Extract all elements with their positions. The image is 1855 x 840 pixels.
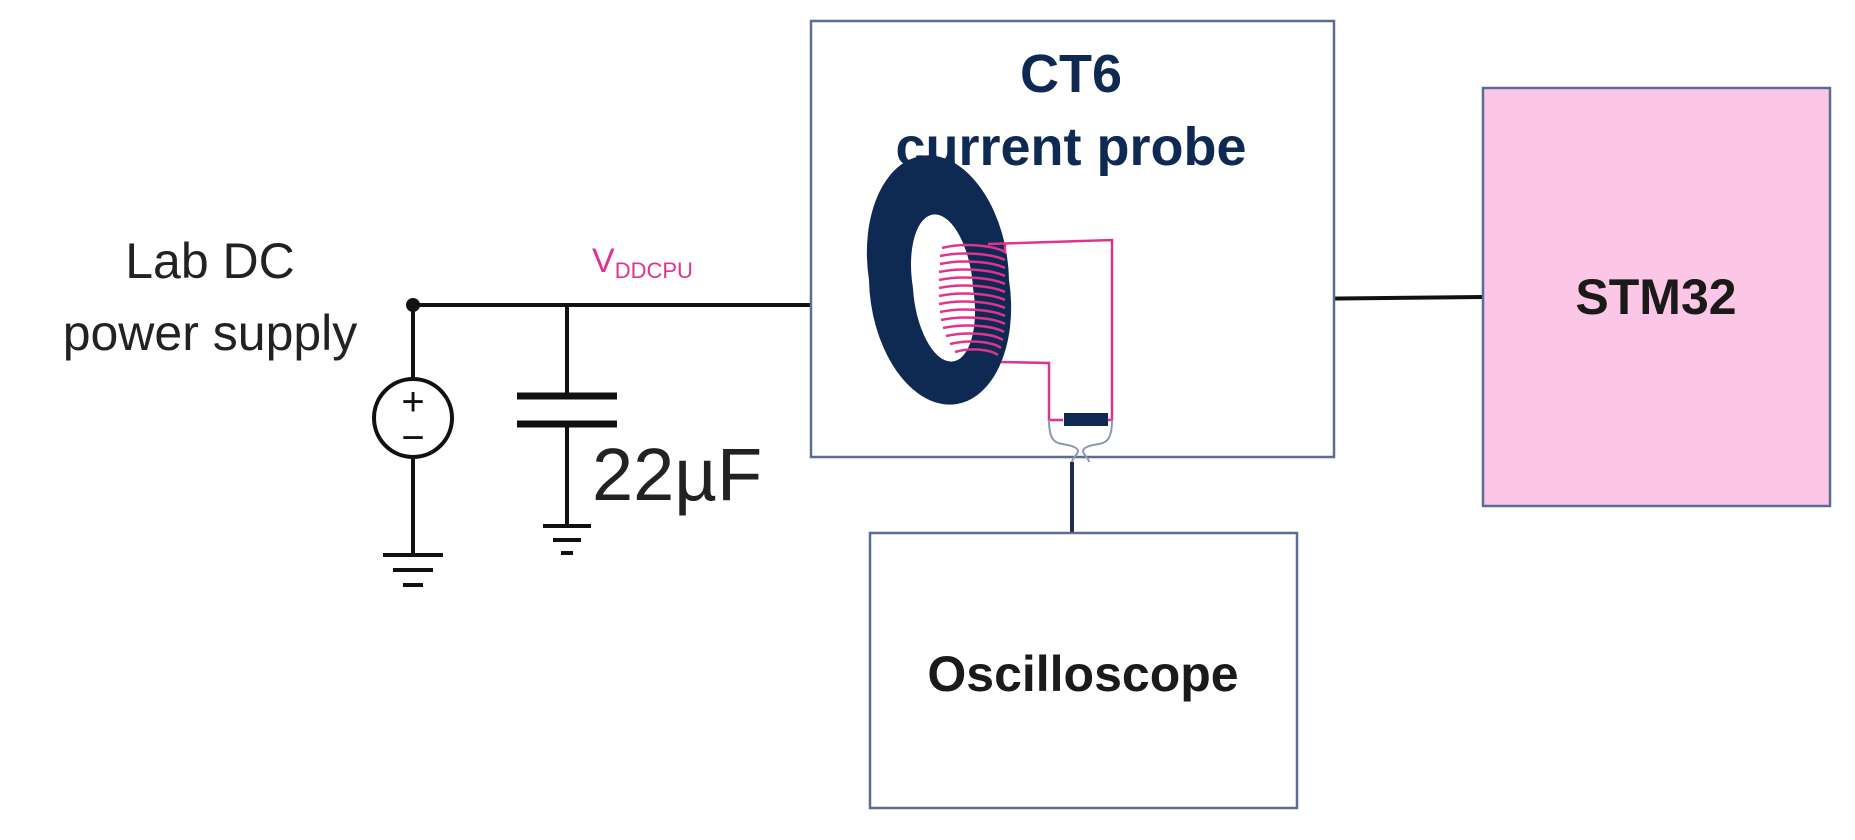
ground-icon bbox=[543, 524, 591, 555]
probe-title-line1: CT6 bbox=[1020, 44, 1122, 104]
supply-label-line1: Lab DC bbox=[125, 233, 295, 289]
stm32-box bbox=[1481, 86, 1832, 508]
oscilloscope-box bbox=[868, 531, 1299, 810]
supply-label-line2: power supply bbox=[63, 305, 358, 361]
probe-output-lead bbox=[1048, 419, 1113, 533]
net-label-subscript: DDCPU bbox=[615, 258, 693, 283]
oscilloscope-label: Oscilloscope bbox=[927, 646, 1238, 702]
net-label-main: V bbox=[592, 242, 615, 280]
source-minus-sign: − bbox=[401, 416, 424, 460]
ground-icon bbox=[383, 553, 443, 587]
voltage-source: + − bbox=[372, 305, 454, 555]
stm32-label: STM32 bbox=[1575, 269, 1736, 325]
burden-resistor bbox=[1064, 413, 1108, 426]
capacitor-symbol bbox=[517, 305, 617, 526]
source-plus-sign: + bbox=[401, 380, 424, 424]
net-label-vddcpu: VDDCPU bbox=[592, 242, 693, 283]
capacitor-label: 22µF bbox=[592, 433, 762, 516]
winding-coil bbox=[938, 238, 1114, 422]
